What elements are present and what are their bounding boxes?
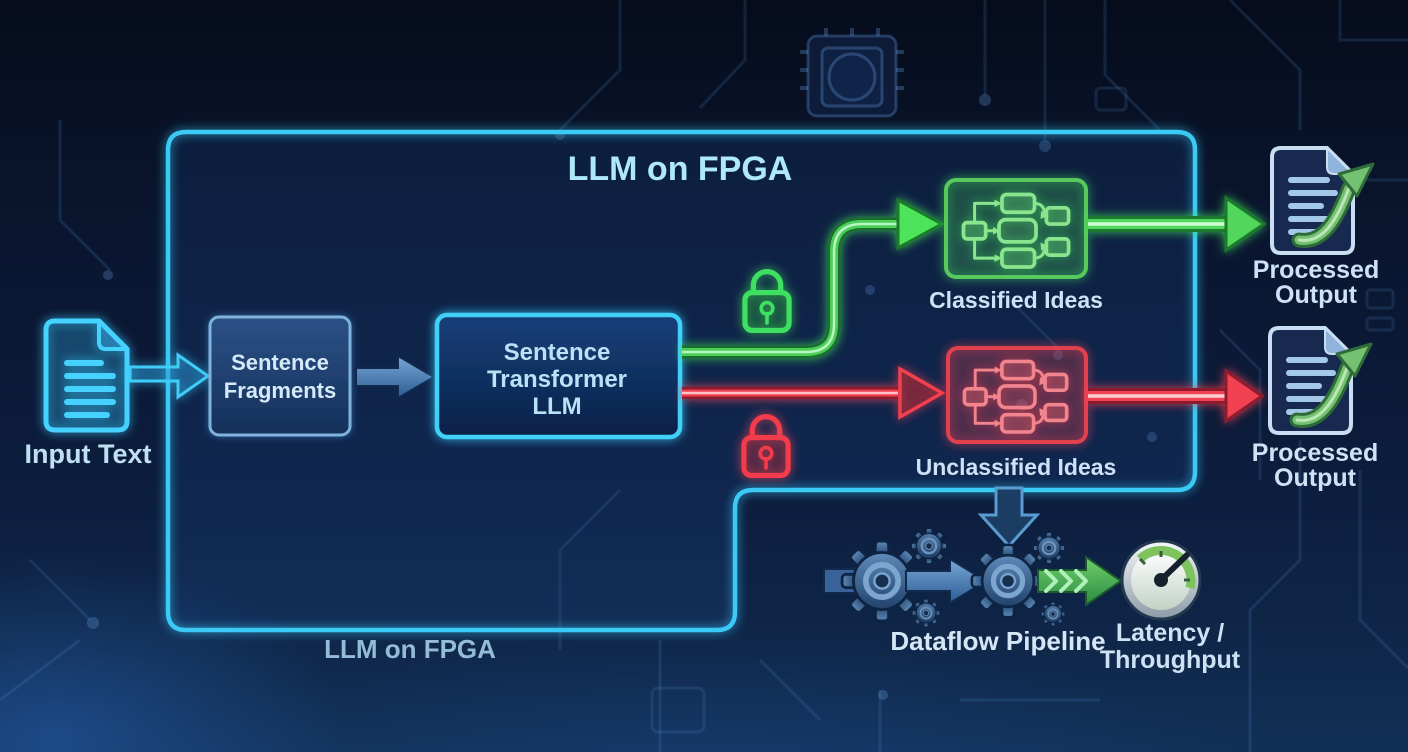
sentence-fragments-node: Sentence Fragments bbox=[208, 315, 352, 437]
document-export-icon bbox=[1270, 328, 1371, 433]
dataflow-pipeline-node: Dataflow Pipeline bbox=[823, 527, 1123, 656]
processed-bottom-line1: Processed bbox=[1252, 439, 1378, 467]
gears-icon bbox=[842, 527, 1066, 628]
down-arrow-icon bbox=[977, 486, 1041, 549]
arrow-fragments-to-llm-icon bbox=[355, 354, 436, 400]
input-text-label: Input Text bbox=[25, 439, 152, 469]
stllm-line3: LLM bbox=[532, 393, 581, 420]
gauge-icon bbox=[1120, 539, 1202, 621]
flow-green-path bbox=[682, 197, 946, 359]
arrow-input-to-fragments-icon bbox=[128, 352, 211, 400]
green-exit-beam bbox=[1088, 195, 1267, 253]
sentence-fragments-line2: Fragments bbox=[224, 378, 336, 403]
unclassified-ideas-label: Unclassified Ideas bbox=[916, 454, 1117, 480]
latency-line1: Latency / bbox=[1116, 619, 1224, 647]
processed-top-line2: Output bbox=[1275, 281, 1358, 309]
input-text-node: Input Text bbox=[25, 321, 152, 469]
document-icon bbox=[46, 321, 127, 430]
fpga-box-border bbox=[165, 129, 1198, 633]
red-arrowhead-icon bbox=[898, 365, 946, 421]
green-arrowhead-icon bbox=[896, 197, 946, 251]
sentence-transformer-llm-node: Sentence Transformer LLM bbox=[434, 312, 683, 440]
arrow-gear-to-gear-icon bbox=[905, 557, 988, 605]
latency-throughput-node: Latency / Throughput bbox=[1100, 539, 1241, 674]
processed-top-line1: Processed bbox=[1253, 256, 1379, 284]
processed-bottom-line2: Output bbox=[1274, 464, 1357, 492]
flow-red-path bbox=[682, 365, 946, 421]
classified-ideas-label: Classified Ideas bbox=[929, 287, 1103, 313]
processed-output-top-node: Processed Output bbox=[1253, 148, 1379, 309]
fpga-bottom-caption: LLM on FPGA bbox=[324, 634, 496, 664]
sentence-fragments-line1: Sentence bbox=[231, 350, 329, 375]
red-exit-beam bbox=[1088, 368, 1265, 424]
chip-icon bbox=[800, 28, 904, 118]
dataflow-pipeline-label: Dataflow Pipeline bbox=[890, 626, 1105, 656]
classified-ideas-node: Classified Ideas bbox=[929, 178, 1103, 313]
unclassified-ideas-node: Unclassified Ideas bbox=[916, 346, 1117, 480]
arrow-gear-to-gauge-icon bbox=[1037, 555, 1123, 607]
latency-line2: Throughput bbox=[1100, 646, 1241, 674]
stllm-line2: Transformer bbox=[487, 366, 627, 393]
document-export-icon bbox=[1272, 148, 1373, 253]
processed-output-bottom-node: Processed Output bbox=[1252, 328, 1378, 492]
fpga-title: LLM on FPGA bbox=[568, 150, 793, 188]
stllm-line1: Sentence bbox=[504, 339, 611, 366]
